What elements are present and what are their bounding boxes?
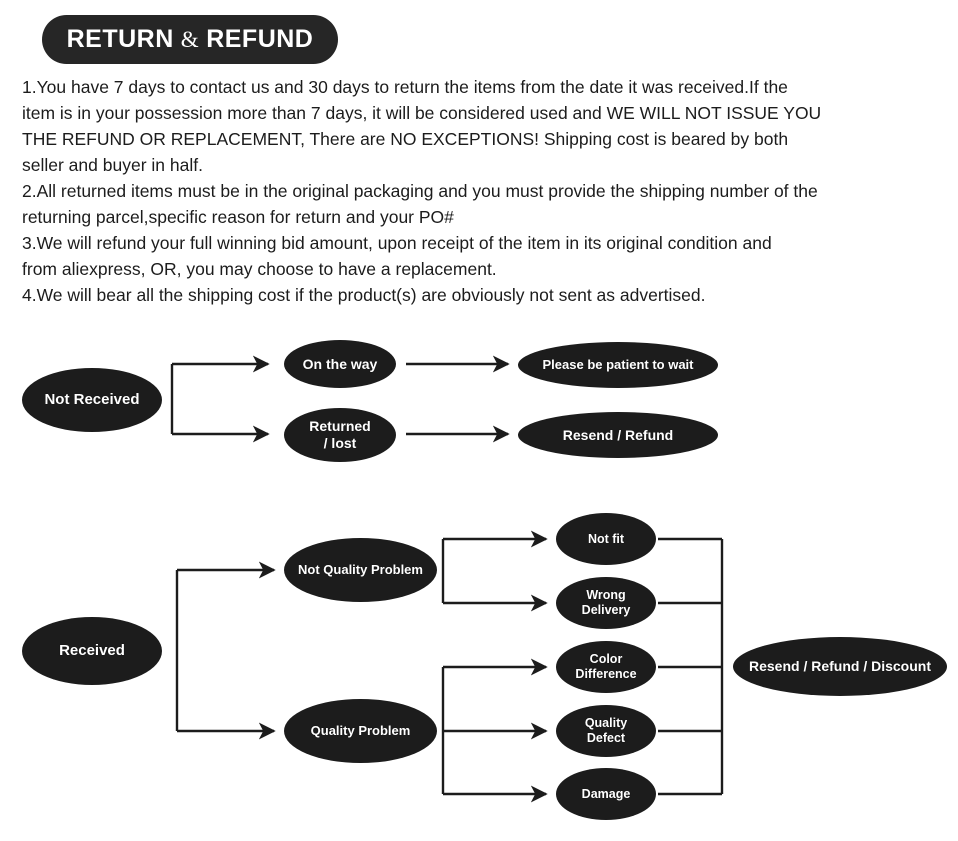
page-title-pill: RETURN&REFUND (42, 15, 338, 64)
node-returned-lost[interactable]: Returned / lost (284, 408, 396, 462)
node-label: Not fit (587, 531, 625, 546)
policy-line: THE REFUND OR REPLACEMENT, There are NO … (22, 129, 789, 149)
policy-line: 2.All returned items must be in the orig… (22, 181, 818, 201)
policy-line: 1.You have 7 days to contact us and 30 d… (22, 77, 788, 97)
node-label: Color Difference (575, 652, 637, 681)
node-label: Resend / Refund / Discount (748, 658, 931, 675)
policy-text-block: 1.You have 7 days to contact us and 30 d… (22, 74, 947, 308)
page-title: RETURN&REFUND (67, 27, 314, 52)
node-not-quality-problem[interactable]: Not Quality Problem (284, 538, 437, 602)
page-title-right: REFUND (206, 25, 314, 53)
node-label: Received (59, 642, 125, 660)
policy-line: from aliexpress, OR, you may choose to h… (22, 259, 497, 279)
node-label: Not Quality Problem (298, 562, 423, 578)
node-resend-refund-discount[interactable]: Resend / Refund / Discount (733, 637, 947, 696)
node-label: Resend / Refund (562, 426, 674, 443)
page-title-ampersand: & (180, 27, 200, 52)
node-not-received[interactable]: Not Received (22, 368, 162, 432)
node-quality-problem[interactable]: Quality Problem (284, 699, 437, 763)
node-damage[interactable]: Damage (556, 768, 656, 820)
node-on-the-way[interactable]: On the way (284, 340, 396, 388)
node-color-difference[interactable]: Color Difference (556, 641, 656, 693)
node-please-be-patient-to-wait[interactable]: Please be patient to wait (518, 342, 718, 388)
node-label: Please be patient to wait (542, 357, 694, 373)
policy-line: 4.We will bear all the shipping cost if … (22, 285, 706, 305)
node-wrong-delivery[interactable]: Wrong Delivery (556, 577, 656, 629)
node-not-fit[interactable]: Not fit (556, 513, 656, 565)
policy-line: item is in your possession more than 7 d… (22, 103, 822, 123)
node-label: Damage (581, 786, 631, 801)
node-quality-defect[interactable]: Quality Defect (556, 705, 656, 757)
node-label: Returned / lost (309, 418, 371, 451)
node-resend-refund[interactable]: Resend / Refund (518, 412, 718, 458)
node-label: Not Received (44, 391, 140, 409)
policy-line: 3.We will refund your full winning bid a… (22, 233, 772, 253)
policy-line: returning parcel,specific reason for ret… (22, 207, 454, 227)
page-title-left: RETURN (66, 25, 174, 53)
node-label: Quality Problem (310, 723, 411, 739)
node-received[interactable]: Received (22, 617, 162, 685)
node-label: Quality Defect (584, 716, 628, 745)
node-label: Wrong Delivery (581, 588, 631, 617)
node-label: On the way (302, 355, 378, 372)
policy-line: seller and buyer in half. (22, 155, 203, 175)
